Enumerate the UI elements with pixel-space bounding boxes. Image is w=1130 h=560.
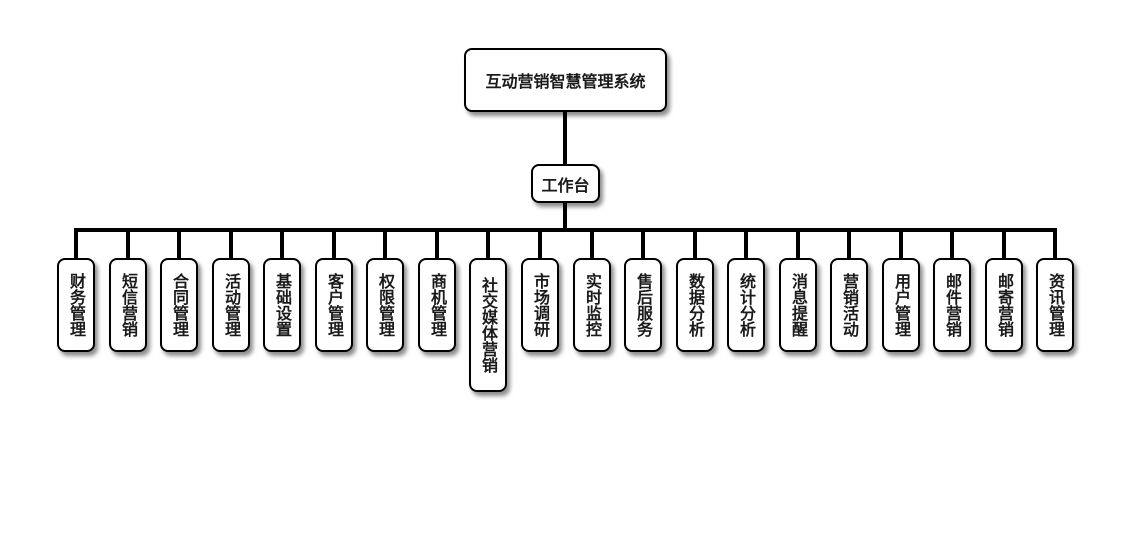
module-node[interactable]: 邮寄营销 <box>985 258 1023 352</box>
module-label: 社交媒体营销 <box>479 277 498 373</box>
module-label: 实时监控 <box>583 273 602 337</box>
module-node[interactable]: 资讯管理 <box>1036 258 1074 352</box>
module-label: 邮件营销 <box>943 273 962 337</box>
module-node[interactable]: 统计分析 <box>727 258 765 352</box>
module-node[interactable]: 售后服务 <box>624 258 662 352</box>
workbench-label: 工作台 <box>541 175 590 195</box>
module-node[interactable]: 商机管理 <box>418 258 456 352</box>
module-label: 财务管理 <box>67 273 86 337</box>
module-node[interactable]: 短信营销 <box>109 258 147 352</box>
module-label: 用户管理 <box>892 273 911 337</box>
module-label: 资讯管理 <box>1046 273 1065 337</box>
module-node[interactable]: 实时监控 <box>573 258 611 352</box>
module-label: 营销活动 <box>840 273 859 337</box>
module-label: 合同管理 <box>170 273 189 337</box>
module-node[interactable]: 活动管理 <box>212 258 250 352</box>
module-node[interactable]: 消息提醒 <box>779 258 817 352</box>
module-node[interactable]: 客户管理 <box>315 258 353 352</box>
module-label: 邮寄营销 <box>995 273 1014 337</box>
workbench-node[interactable]: 工作台 <box>531 164 600 203</box>
module-label: 商机管理 <box>428 273 447 337</box>
module-node[interactable]: 财务管理 <box>57 258 95 352</box>
module-node[interactable]: 社交媒体营销 <box>469 258 507 392</box>
module-label: 基础设置 <box>273 273 292 337</box>
module-node[interactable]: 基础设置 <box>263 258 301 352</box>
root-node[interactable]: 互动营销智慧管理系统 <box>464 48 667 112</box>
module-node[interactable]: 市场调研 <box>521 258 559 352</box>
module-label: 短信营销 <box>119 273 138 337</box>
module-node[interactable]: 合同管理 <box>160 258 198 352</box>
module-node[interactable]: 营销活动 <box>830 258 868 352</box>
module-node[interactable]: 数据分析 <box>676 258 714 352</box>
module-node[interactable]: 用户管理 <box>882 258 920 352</box>
module-label: 售后服务 <box>634 273 653 337</box>
module-node[interactable]: 邮件营销 <box>933 258 971 352</box>
bus-lines <box>74 228 1057 258</box>
module-label: 权限管理 <box>376 273 395 337</box>
module-label: 客户管理 <box>325 273 344 337</box>
module-label: 消息提醒 <box>789 273 808 337</box>
module-label: 市场调研 <box>531 273 550 337</box>
module-label: 活动管理 <box>222 273 241 337</box>
module-label: 数据分析 <box>686 273 705 337</box>
module-node[interactable]: 权限管理 <box>366 258 404 352</box>
root-label: 互动营销智慧管理系统 <box>485 72 646 91</box>
module-label: 统计分析 <box>737 273 756 337</box>
